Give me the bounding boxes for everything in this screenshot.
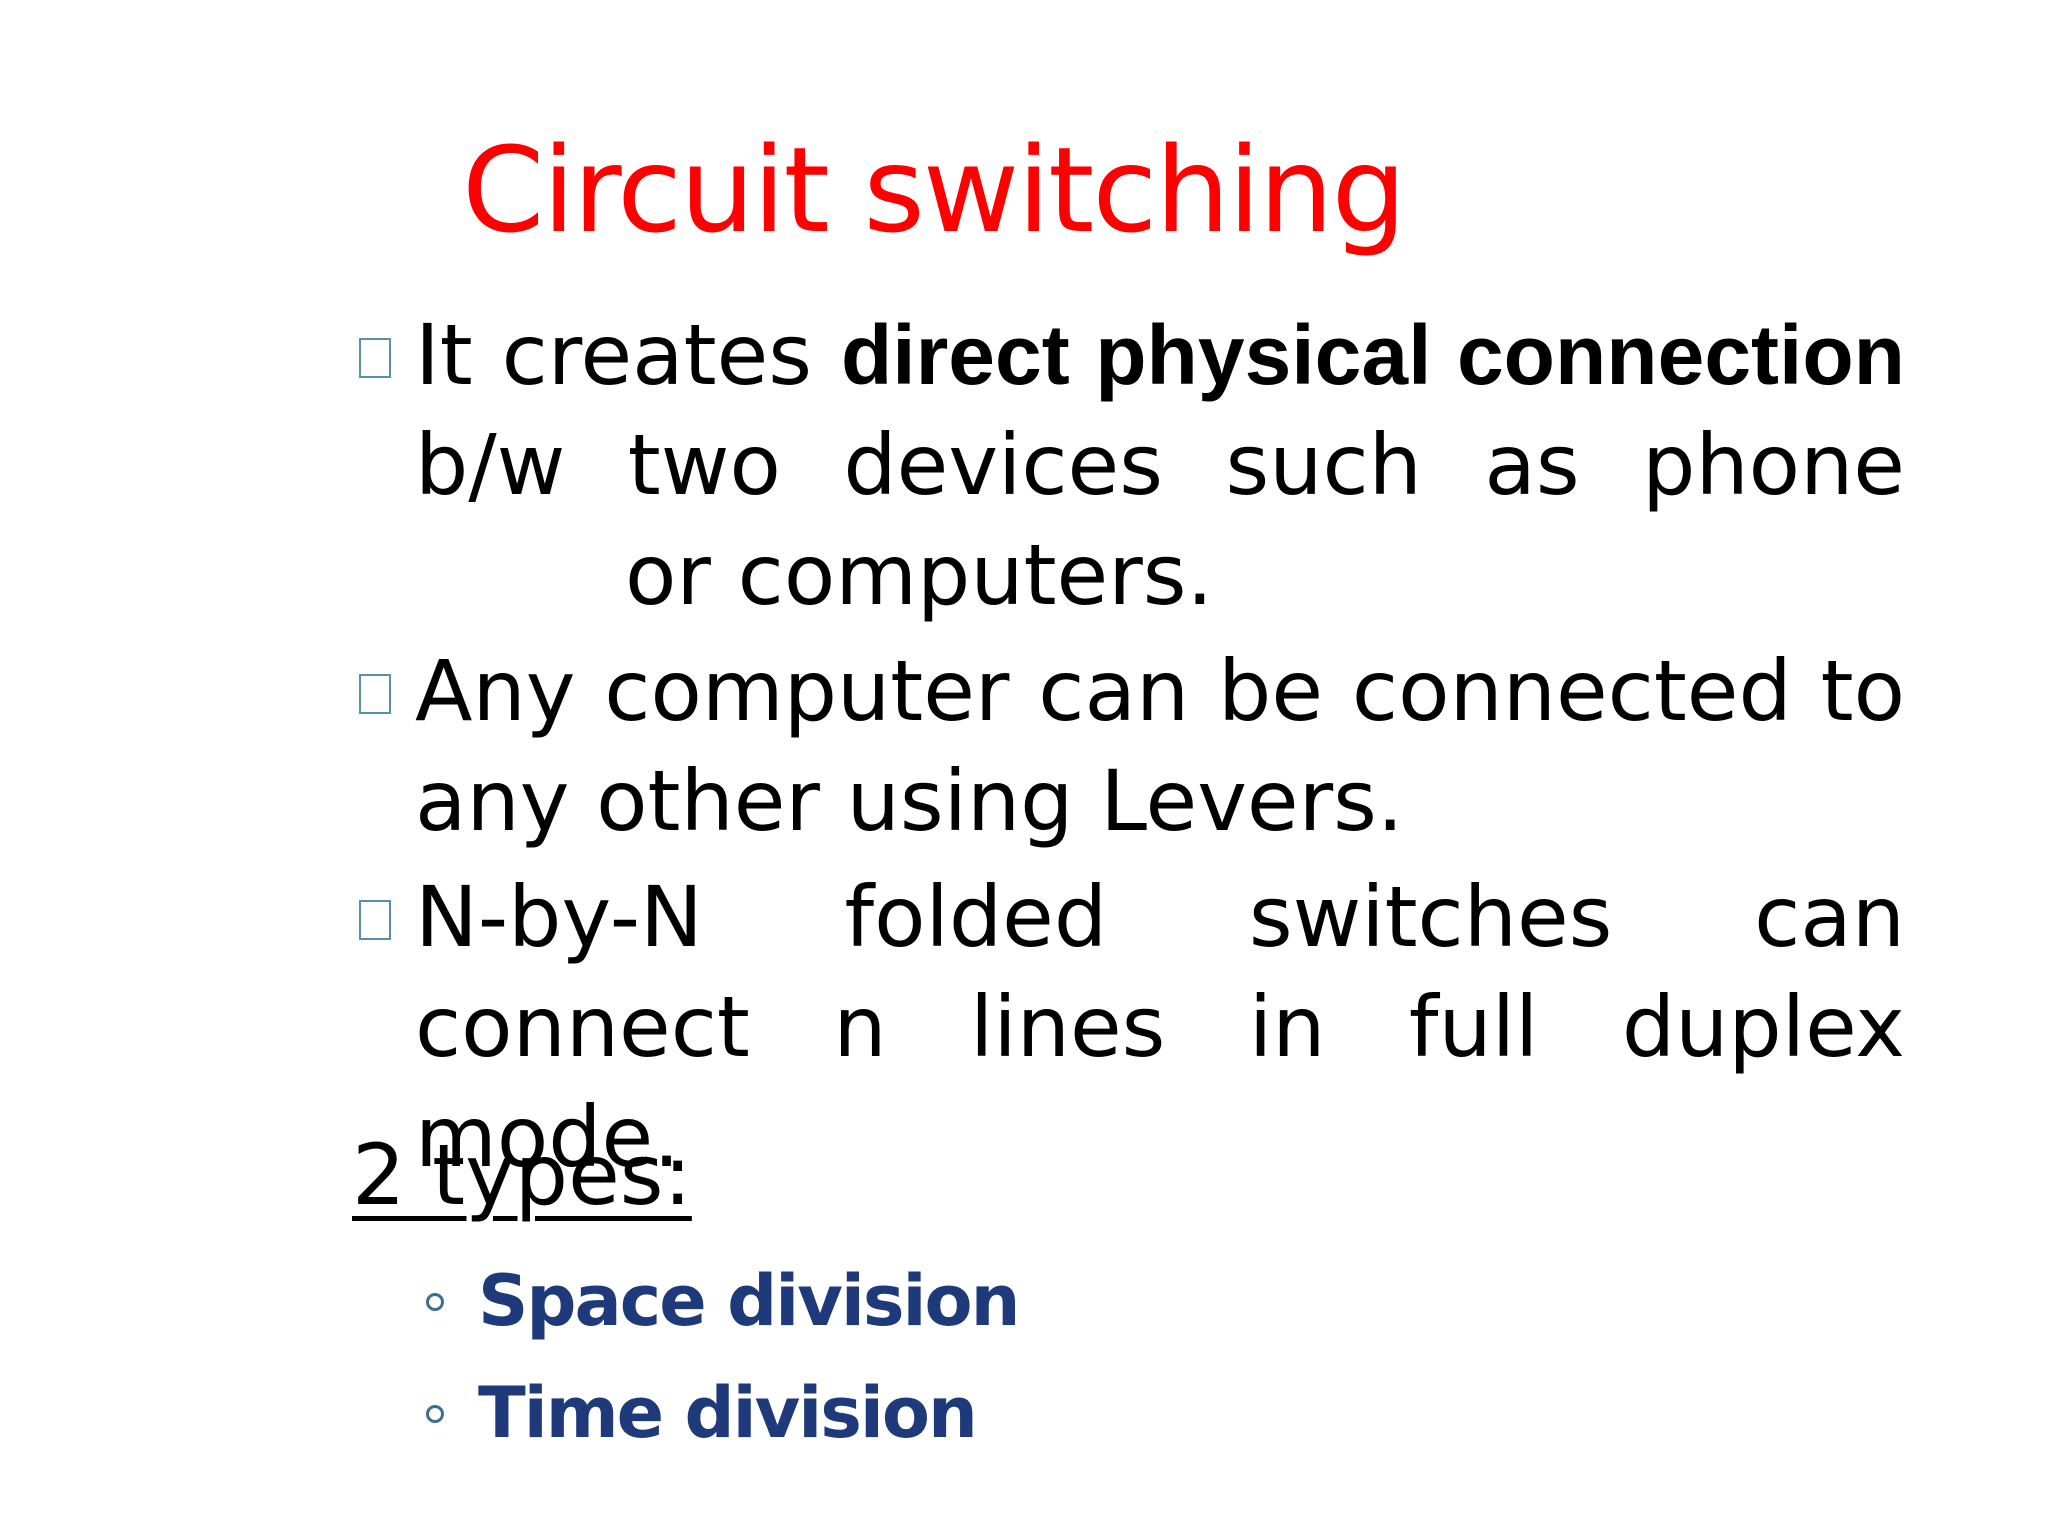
bullet-text: Any computer can be connected to any oth…: [415, 642, 1905, 850]
bullet-box-icon: [359, 900, 391, 940]
bullet-box-icon: [359, 674, 391, 714]
bullet-list: It creates direct physical connection b/…: [355, 300, 1905, 1198]
type-item: Time division: [420, 1357, 1018, 1469]
bullet-item: It creates direct physical connection b/…: [355, 300, 1905, 630]
circle-bullet-icon: [426, 1405, 444, 1423]
bullet-text-part: b/w two devices such as phone: [415, 416, 1905, 514]
bullet-text: N-by-N folded switches can connect n lin…: [415, 868, 1905, 1186]
type-label: Space division: [478, 1260, 1020, 1342]
bullet-box-icon: [359, 338, 391, 378]
bullet-item: Any computer can be connected to any oth…: [355, 636, 1905, 856]
types-list: Space division Time division: [420, 1245, 1020, 1469]
type-item: Space division: [420, 1245, 1020, 1357]
types-heading: 2 types:: [352, 1126, 692, 1224]
type-label: Time division: [478, 1372, 978, 1454]
circle-bullet-icon: [426, 1293, 444, 1311]
bullet-text-part: or computers.: [625, 526, 1214, 624]
bullet-text-part: It creates: [415, 306, 841, 404]
slide-title: Circuit switching: [462, 121, 1406, 259]
bullet-item: N-by-N folded switches can connect n lin…: [355, 862, 1905, 1192]
bullet-text-bold: direct physical connection: [840, 308, 1905, 402]
